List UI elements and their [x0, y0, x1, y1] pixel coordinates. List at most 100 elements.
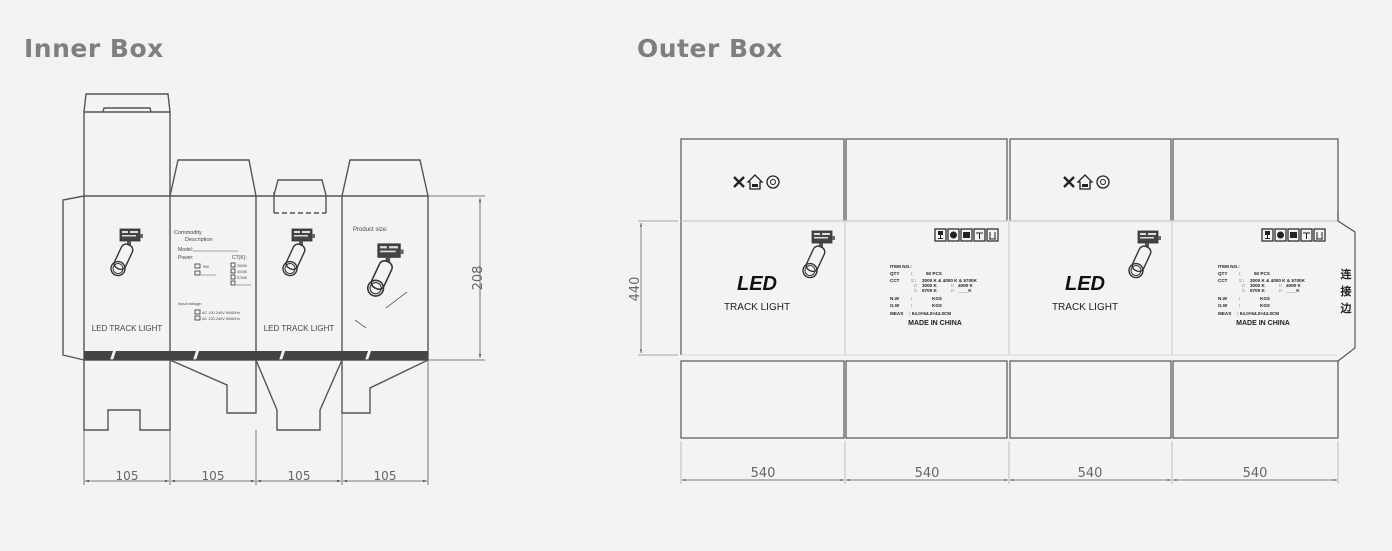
- svg-text:连: 连: [1341, 267, 1353, 281]
- svg-text:QTY: QTY: [1218, 271, 1227, 276]
- inner-width-dimension: 105: [202, 469, 225, 483]
- svg-text:接: 接: [1341, 284, 1352, 298]
- handling-symbols-top: [733, 174, 780, 190]
- outer-box-dieline: [630, 125, 1360, 490]
- keep-dry-icon: [950, 231, 957, 239]
- inner-box-title: Inner Box: [24, 34, 164, 63]
- svg-text:: 54.0×54.0×44.0CM: : 54.0×54.0×44.0CM: [1237, 311, 1279, 316]
- stack-icon: [963, 232, 970, 238]
- inner-panel-label-3: LED TRACK LIGHT: [264, 324, 335, 333]
- model-label: Model:: [178, 247, 193, 253]
- svg-text::: :: [1239, 303, 1241, 308]
- cct-option: 4000 K: [958, 283, 973, 288]
- item-no-label: ITEM NO.:: [890, 264, 912, 269]
- ct-option-3000k: 3000K: [237, 264, 248, 268]
- cct-option: 5700 K: [922, 288, 937, 293]
- shipping-spec-block: ITEM NO.: QTY : 50 PCS CCT :□ 3000 K & 4…: [890, 264, 978, 327]
- svg-text:边: 边: [1340, 301, 1353, 315]
- power-label: Power:: [178, 255, 194, 261]
- inner-width-dimension: 105: [116, 469, 139, 483]
- product-size-label: Product size:: [353, 227, 388, 233]
- input-voltage-label: Input voltage:: [178, 301, 202, 306]
- cct-option: 3000 K: [922, 283, 937, 288]
- ct-option-5700k: 5700K: [237, 276, 248, 280]
- inner-width-dimension: 105: [288, 469, 311, 483]
- commodity-description: Commodity Description Model: Power: CT(K…: [174, 230, 251, 321]
- gw-value: KGS: [932, 303, 942, 308]
- cct-combined: 3000 K & 4000 K & 5700K: [922, 278, 978, 283]
- cct-label: CCT: [890, 278, 900, 283]
- commodity-heading: Commodity: [174, 230, 202, 236]
- svg-text:____K: ____K: [1285, 288, 1300, 293]
- product-size-illustration: [354, 243, 408, 329]
- svg-text:G.W: G.W: [1218, 303, 1228, 308]
- voltage-option-100-240: AC 100-240V 50/60Hz: [202, 311, 240, 315]
- svg-text:□: □: [1279, 283, 1282, 288]
- shipping-spec-block: ITEM NO.: QTY : 50 PCS CCT :□ 3000 K & 4…: [1218, 264, 1306, 327]
- inner-width-dimension: 105: [374, 469, 397, 483]
- svg-text:5700 K: 5700 K: [1250, 288, 1265, 293]
- power-option-9w: 9W: [203, 264, 209, 269]
- ct-label: CT(K):: [232, 255, 247, 261]
- outer-width-dimension: 540: [751, 466, 776, 481]
- svg-text:□: □: [914, 288, 917, 293]
- brand-logo: LED: [1065, 273, 1105, 295]
- inner-panel-label-1: LED TRACK LIGHT: [92, 324, 163, 333]
- svg-text::: :: [911, 303, 913, 308]
- this-way-up-icon: [989, 232, 996, 240]
- inner-box-stripe-band: [84, 351, 428, 360]
- svg-text:KGS: KGS: [1260, 303, 1270, 308]
- meas-label: MEAS: [890, 311, 903, 316]
- svg-text:□: □: [951, 283, 954, 288]
- meas-value: : 54.0×54.0×44.0CM: [909, 311, 951, 316]
- svg-text::: :: [1239, 271, 1241, 276]
- outer-width-dimension: 540: [1078, 466, 1103, 481]
- made-in-china: MADE IN CHINA: [908, 320, 962, 327]
- product-name: TRACK LIGHT: [724, 302, 790, 313]
- handling-symbols-top: [1063, 174, 1110, 190]
- svg-text::□: :□: [911, 278, 916, 283]
- svg-text:N.W: N.W: [1218, 296, 1228, 301]
- svg-text:MADE IN CHINA: MADE IN CHINA: [1236, 320, 1290, 327]
- inner-box-dieline: [52, 90, 500, 485]
- joint-flap-label: 连 接 边: [1340, 267, 1353, 315]
- fragile-icon: [938, 231, 943, 239]
- svg-text:KGS: KGS: [1260, 296, 1270, 301]
- svg-text::: :: [911, 271, 913, 276]
- outer-box-title: Outer Box: [637, 34, 783, 63]
- svg-text:□: □: [951, 288, 954, 293]
- nw-value: KGS: [932, 296, 942, 301]
- svg-text:□: □: [1279, 288, 1282, 293]
- svg-text:□: □: [914, 283, 917, 288]
- svg-text:4000 K: 4000 K: [1286, 283, 1301, 288]
- inner-height-dimension: 208: [471, 266, 486, 291]
- open-here-icon: [746, 174, 764, 190]
- product-name: TRACK LIGHT: [1052, 302, 1118, 313]
- svg-text:3000 K & 4000 K & 5700K: 3000 K & 4000 K & 5700K: [1250, 278, 1306, 283]
- brand-logo: LED: [737, 273, 777, 295]
- outer-width-dimension: 540: [915, 466, 940, 481]
- umbrella-icon: [976, 232, 983, 239]
- svg-text::□: :□: [1239, 278, 1244, 283]
- svg-text:□: □: [1242, 283, 1245, 288]
- handling-symbols-side: [934, 228, 1326, 242]
- nw-label: N.W: [890, 296, 900, 301]
- voltage-option-220-240: AC 220-240V 50/60Hz: [202, 317, 240, 321]
- outer-height-dimension: 440: [628, 277, 643, 302]
- svg-text::: :: [911, 296, 913, 301]
- cct-option: ____K: [957, 288, 972, 293]
- svg-text:50 PCS: 50 PCS: [1254, 271, 1270, 276]
- outer-width-dimension: 540: [1243, 466, 1268, 481]
- svg-text:ITEM NO.:: ITEM NO.:: [1218, 264, 1240, 269]
- gw-label: G.W: [890, 303, 900, 308]
- qty-value: 50 PCS: [926, 271, 942, 276]
- svg-text:□: □: [1242, 288, 1245, 293]
- recycle-icon: [766, 175, 780, 189]
- no-hook-icon: [733, 176, 745, 188]
- ct-option-4000k: 4000K: [237, 270, 248, 274]
- svg-text:CCT: CCT: [1218, 278, 1228, 283]
- svg-text::: :: [1239, 296, 1241, 301]
- qty-label: QTY: [890, 271, 899, 276]
- svg-text:MEAS: MEAS: [1218, 311, 1231, 316]
